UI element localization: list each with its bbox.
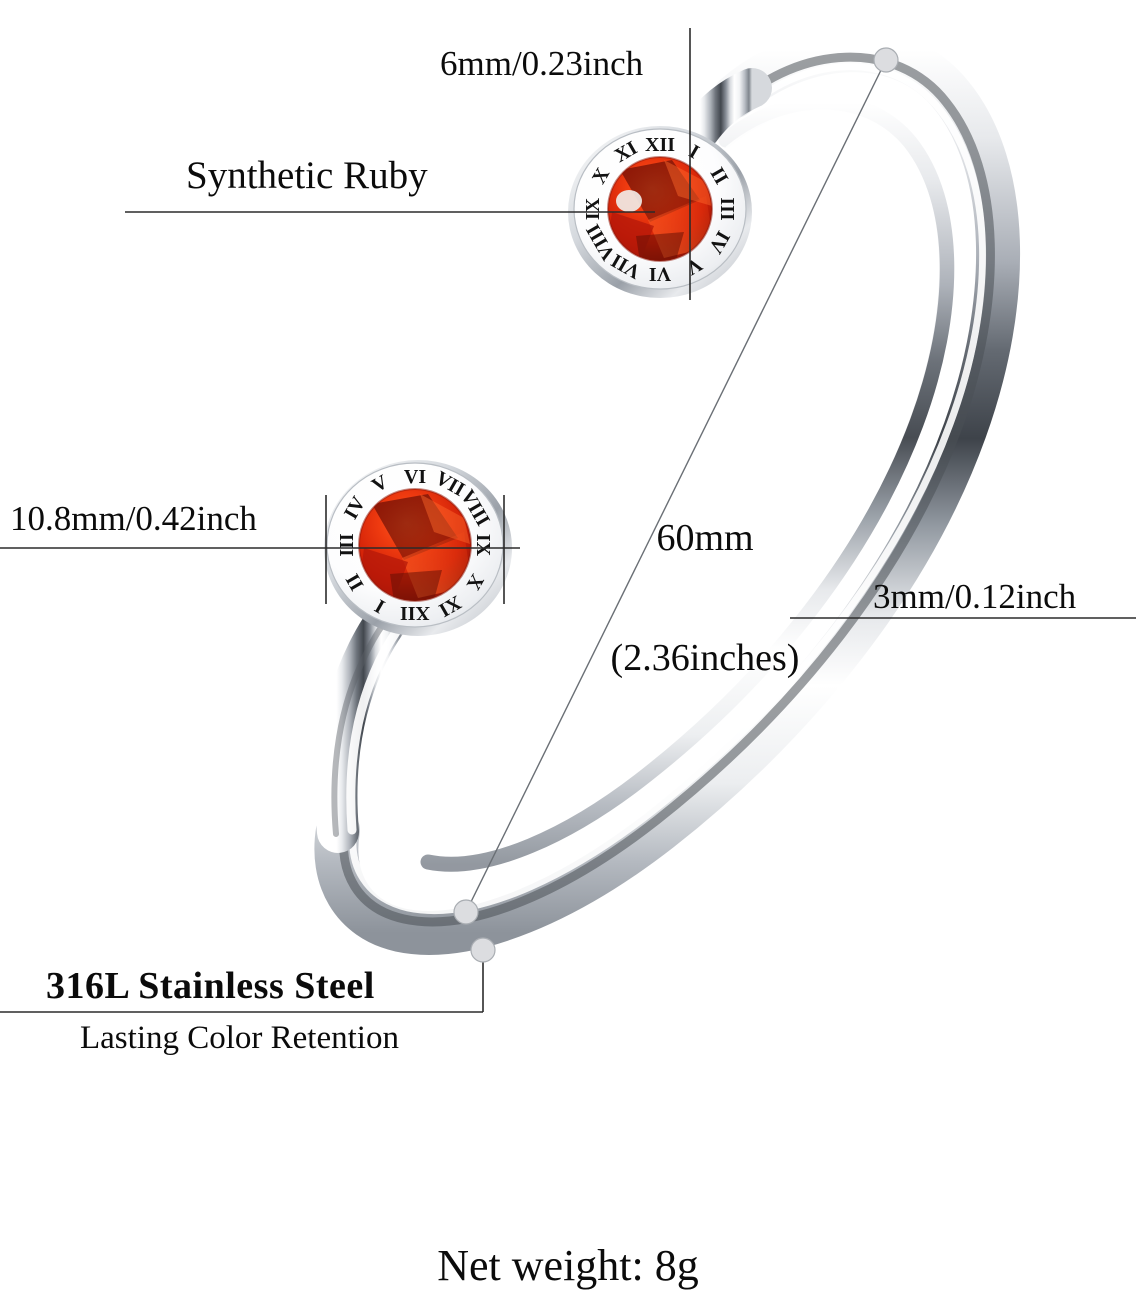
label-band-width: 3mm/0.12inch (873, 577, 1077, 616)
measurement-endpoint-dots (453, 47, 899, 963)
svg-text:VI: VI (649, 263, 671, 285)
dot-316l-anchor (470, 937, 496, 963)
svg-text:IX: IX (582, 197, 604, 220)
label-disc-diameter: 10.8mm/0.42inch (10, 499, 257, 538)
label-net-weight: Net weight: 8g (437, 1241, 699, 1290)
dot-60mm-bottom (453, 899, 479, 925)
label-material-sub: Lasting Color Retention (80, 1020, 399, 1056)
label-gem-material: Synthetic Ruby (186, 154, 428, 197)
label-bangle-diameter-mm: 60mm (656, 516, 754, 559)
ruby-gemstone-top (607, 156, 713, 262)
label-bangle-diameter: 60mm (2.36inches) (575, 437, 835, 759)
svg-text:III: III (716, 197, 738, 221)
label-material: 316L Stainless Steel (46, 965, 375, 1007)
callout-leader-lines (0, 28, 1136, 1013)
svg-text:XII: XII (645, 134, 675, 156)
svg-text:XII: XII (400, 602, 430, 624)
svg-text:III: III (336, 533, 358, 557)
ruby-gemstone-bottom (358, 488, 472, 602)
svg-text:VI: VI (404, 466, 426, 488)
leader-60mm (465, 59, 887, 913)
bangle-band (314, 28, 1021, 955)
label-gem-thickness: 6mm/0.23inch (440, 44, 644, 83)
bottom-gem-disc: XII I II III IV V VI VII VIII IX X XI (324, 460, 512, 636)
top-gem-disc: XII I II III IV V VI VII VIII IX X XI (568, 126, 752, 298)
svg-text:IX: IX (472, 534, 494, 557)
dot-60mm-top (873, 47, 899, 73)
label-bangle-diameter-in: (2.36inches) (610, 637, 800, 680)
